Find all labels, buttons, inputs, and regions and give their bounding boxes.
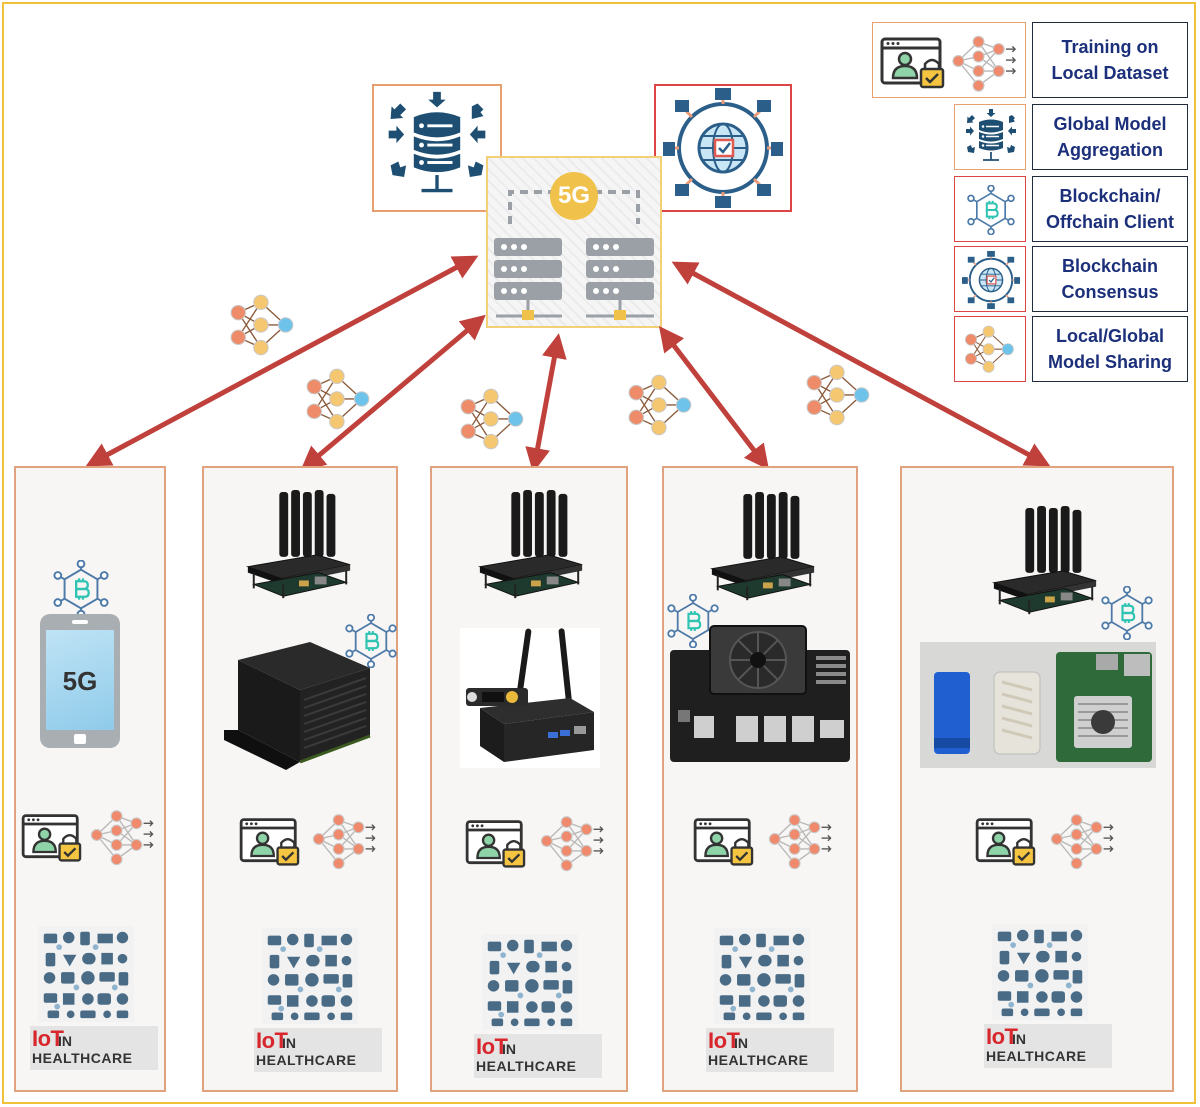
- user-lock-icon: [692, 814, 758, 870]
- server-5g-badge: 5G: [557, 182, 590, 209]
- jetson-xavier-device: [224, 642, 371, 770]
- legend-blockchain-client-icon: [954, 176, 1026, 242]
- device-panel-2: IoT IN HEALTHCARE: [202, 466, 398, 1092]
- iot-healthcare: HEALTHCARE: [476, 1058, 577, 1074]
- model-sharing-icon-3: [458, 384, 530, 456]
- device-panel-4: IoT IN HEALTHCARE: [662, 466, 858, 1092]
- iot-in: IN: [282, 1035, 296, 1051]
- neural-network-icon: [764, 806, 836, 872]
- device-panel-1: 5G IoT IN HEALTHCARE: [14, 466, 166, 1092]
- model-sharing-icon-2: [304, 364, 376, 436]
- neural-network-icon: [308, 806, 380, 872]
- blockchain-consensus-box: [654, 84, 792, 212]
- 5g-server-box: 5G: [486, 156, 662, 328]
- blockchain-client-icon: [52, 560, 110, 618]
- arrow-device-1: [85, 255, 479, 467]
- device-panel-3: IoT IN HEALTHCARE: [430, 466, 628, 1092]
- jetson-nano-board: [670, 625, 850, 762]
- server-icon: [494, 172, 654, 320]
- neural-network-icon: [536, 808, 608, 874]
- iot-word: IoT: [476, 1034, 508, 1059]
- user-lock-icon: [238, 814, 304, 870]
- 5g-router: [472, 488, 590, 610]
- iot-healthcare-logo: IoT IN HEALTHCARE: [30, 926, 158, 1088]
- blockchain-client-icon: [1100, 586, 1154, 640]
- model-sharing-icon-5: [804, 360, 876, 432]
- iot-healthcare: HEALTHCARE: [32, 1050, 133, 1066]
- smartphone: 5G: [40, 614, 120, 748]
- 5g-router: [704, 490, 822, 612]
- model-sharing-icon-1: [228, 290, 300, 362]
- iot-healthcare: HEALTHCARE: [708, 1052, 809, 1068]
- neural-network-icon: [1046, 806, 1118, 872]
- legend-blockchain-client-label: Blockchain/ Offchain Client: [1032, 176, 1188, 242]
- user-lock-icon: [20, 810, 86, 866]
- iot-healthcare-logo: IoT IN HEALTHCARE: [984, 924, 1112, 1086]
- edge-accelerators-photo: [920, 642, 1156, 768]
- 5g-router: [986, 504, 1104, 626]
- iot-healthcare-logo: IoT IN HEALTHCARE: [474, 934, 602, 1096]
- legend-aggregation-icon: [954, 104, 1026, 170]
- arrow-device-2: [300, 314, 486, 472]
- legend-sharing-label: Local/Global Model Sharing: [1032, 316, 1188, 382]
- phone-5g-label: 5G: [62, 666, 98, 696]
- iot-in: IN: [502, 1041, 516, 1057]
- iot-word: IoT: [256, 1028, 288, 1053]
- device-panel-5: IoT IN HEALTHCARE: [900, 466, 1174, 1092]
- legend-training-label: Training on Local Dataset: [1032, 22, 1188, 98]
- user-lock-icon: [464, 816, 530, 872]
- legend-consensus-label: Blockchain Consensus: [1032, 246, 1188, 312]
- model-sharing-icon-4: [626, 370, 698, 442]
- iot-word: IoT: [32, 1026, 64, 1051]
- iot-in: IN: [58, 1033, 72, 1049]
- iot-word: IoT: [986, 1024, 1018, 1049]
- iot-in: IN: [734, 1035, 748, 1051]
- edge-gateway-device: [460, 628, 600, 768]
- 5g-router: [240, 488, 358, 610]
- legend-aggregation-label: Global Model Aggregation: [1032, 104, 1188, 170]
- legend-training-icon: [872, 22, 1026, 98]
- iot-healthcare-logo: IoT IN HEALTHCARE: [706, 928, 834, 1090]
- iot-word: IoT: [708, 1028, 740, 1053]
- arrow-device-5: [671, 261, 1051, 467]
- iot-healthcare-logo: IoT IN HEALTHCARE: [254, 928, 382, 1090]
- user-lock-icon: [974, 814, 1040, 870]
- iot-healthcare: HEALTHCARE: [986, 1048, 1087, 1064]
- global-aggregation-box: [372, 84, 502, 212]
- iot-healthcare: HEALTHCARE: [256, 1052, 357, 1068]
- neural-network-icon: [86, 802, 158, 868]
- iot-in: IN: [1012, 1031, 1026, 1047]
- arrow-device-3: [525, 333, 567, 473]
